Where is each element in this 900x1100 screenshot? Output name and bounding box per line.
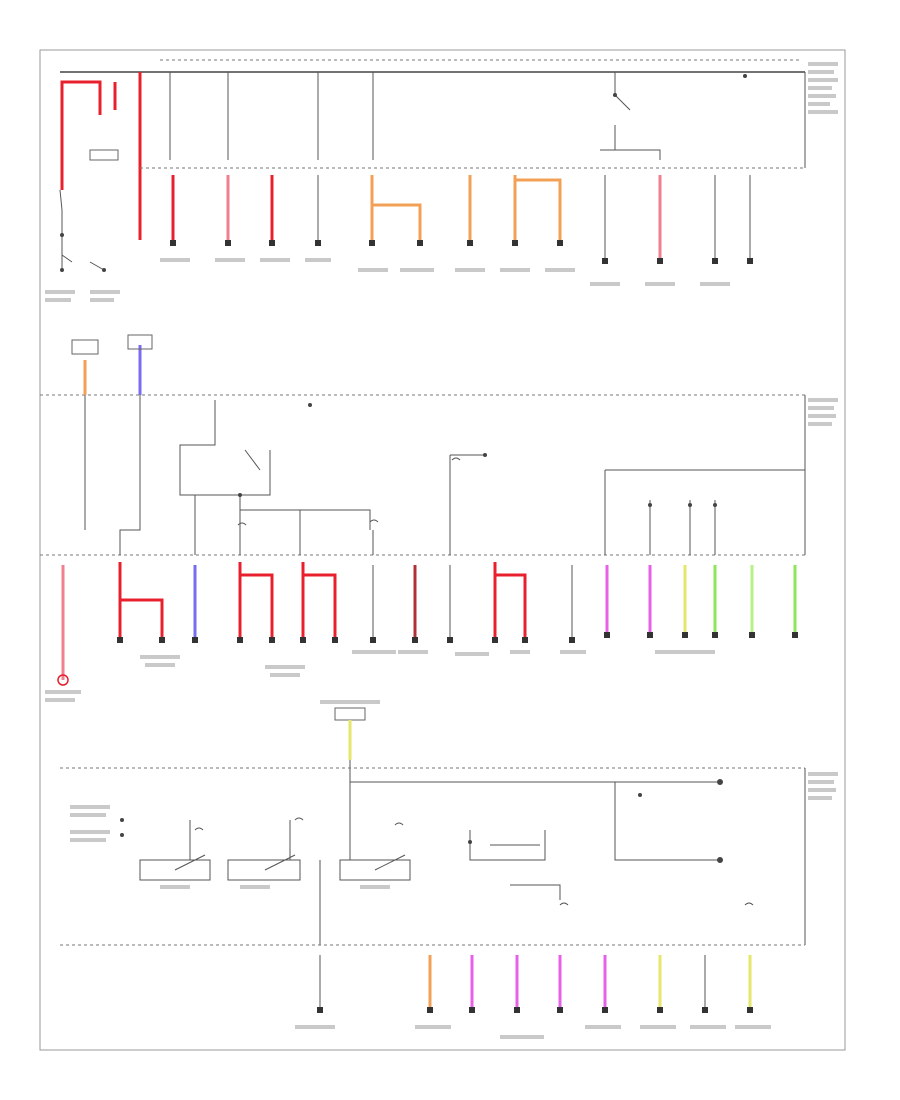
section-battery-power (59, 59, 806, 272)
section-fuse-panel (40, 334, 806, 686)
illegible-labels (45, 62, 838, 1039)
ground-lamp-symbol (57, 674, 69, 686)
battery-symbol (89, 149, 119, 161)
section-lower-relays (60, 707, 806, 1013)
battery-cable (60, 80, 102, 190)
diagram-border (39, 49, 846, 1051)
